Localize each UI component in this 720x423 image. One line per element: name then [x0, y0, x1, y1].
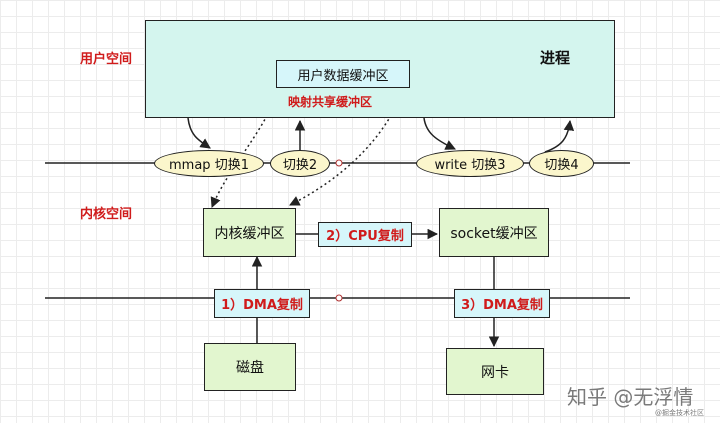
- dma-copy-step-1: 1）DMA复制: [214, 289, 310, 318]
- nic-device: 网卡: [446, 348, 544, 395]
- dma-copy-step-3: 3）DMA复制: [454, 289, 550, 318]
- user-space-label: 用户空间: [80, 52, 133, 67]
- switch-3-write: write 切换3: [416, 150, 524, 177]
- socket-buffer: socket缓冲区: [439, 208, 549, 257]
- process-label: 进程: [540, 49, 571, 67]
- arrow-switch4-to-process: [544, 119, 575, 153]
- boundary-junction: [335, 159, 343, 167]
- switch-1-mmap: mmap 切换1: [154, 150, 264, 177]
- arrow-process-to-switch1: [187, 117, 211, 149]
- disk-device: 磁盘: [204, 343, 296, 391]
- kernel-buffer: 内核缓冲区: [203, 208, 296, 257]
- watermark-zhihu: 知乎 @无浮情: [567, 385, 694, 409]
- arrow-process-to-switch3: [423, 117, 456, 150]
- switch-4: 切换4: [529, 150, 594, 177]
- switch-2: 切换2: [270, 150, 330, 177]
- hardware-junction: [335, 294, 343, 302]
- mmap-shared-buffer-label: 映射共享缓冲区: [288, 95, 373, 109]
- user-data-buffer: 用户数据缓冲区: [276, 60, 410, 88]
- cpu-copy-step: 2）CPU复制: [318, 222, 412, 247]
- kernel-space-label: 内核空间: [80, 207, 133, 222]
- watermark-juejin: @掘金技术社区: [655, 409, 704, 417]
